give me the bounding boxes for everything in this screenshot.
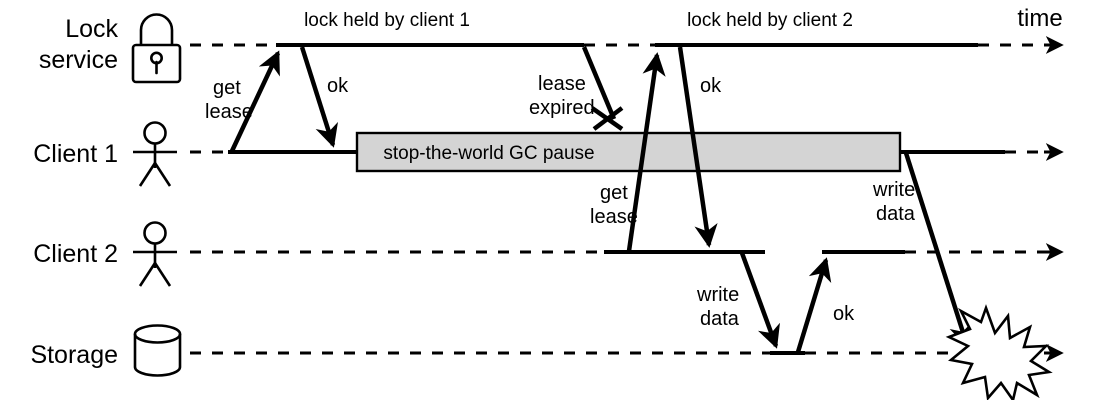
message-write-data-client1-label-line2: data [876,203,916,225]
padlock-icon [131,13,182,84]
lane-label-lock-service-line2: service [39,46,118,74]
message-get-lease-2-label-line1: get [600,182,628,204]
message-lease-expired-label-line2: expired [529,97,595,119]
stick-figure-icon-client-2 [133,221,177,287]
message-get-lease-1: get lease [205,50,281,152]
gc-pause-label: stop-the-world GC pause [383,143,594,164]
message-get-lease-1-label-line2: lease [205,101,253,123]
message-write-data-client1-label-line1: write [872,179,915,201]
lane-label-lock-service-line1: Lock [65,15,118,43]
message-write-data-client2-label-line2: data [700,308,740,330]
message-write-data-client1: write data [872,152,972,348]
span-label-lock-held-2: lock held by client 2 [687,10,853,31]
message-get-lease-2-label-line2: lease [590,206,638,228]
message-ok-3: ok [795,257,855,353]
message-ok-2-label: ok [700,75,722,97]
lane-label-storage: Storage [30,341,118,369]
span-label-lock-held-1: lock held by client 1 [304,10,470,31]
message-ok-1: ok [299,46,349,148]
message-get-lease-2: get lease [590,52,666,252]
message-get-lease-1-label-line1: get [213,77,241,99]
explosion-burst-icon [945,304,1053,400]
message-write-data-client2: write data [696,252,780,349]
stick-figure-icon-client-1 [133,121,177,187]
message-write-data-client2-label-line1: write [696,284,739,306]
message-lease-expired: lease expired [529,46,624,131]
message-ok-3-label: ok [833,303,855,325]
lane-label-lock-service: Lock service [39,15,119,74]
lane-label-client-2: Client 2 [33,240,118,268]
message-ok-1-label: ok [327,75,349,97]
lane-label-client-1: Client 1 [33,140,118,168]
message-lease-expired-label-line1: lease [538,73,586,95]
database-cylinder-icon [133,324,182,377]
gc-pause-box: stop-the-world GC pause [355,131,902,173]
time-axis-label: time [1017,5,1062,32]
message-ok-2: ok [677,46,722,248]
